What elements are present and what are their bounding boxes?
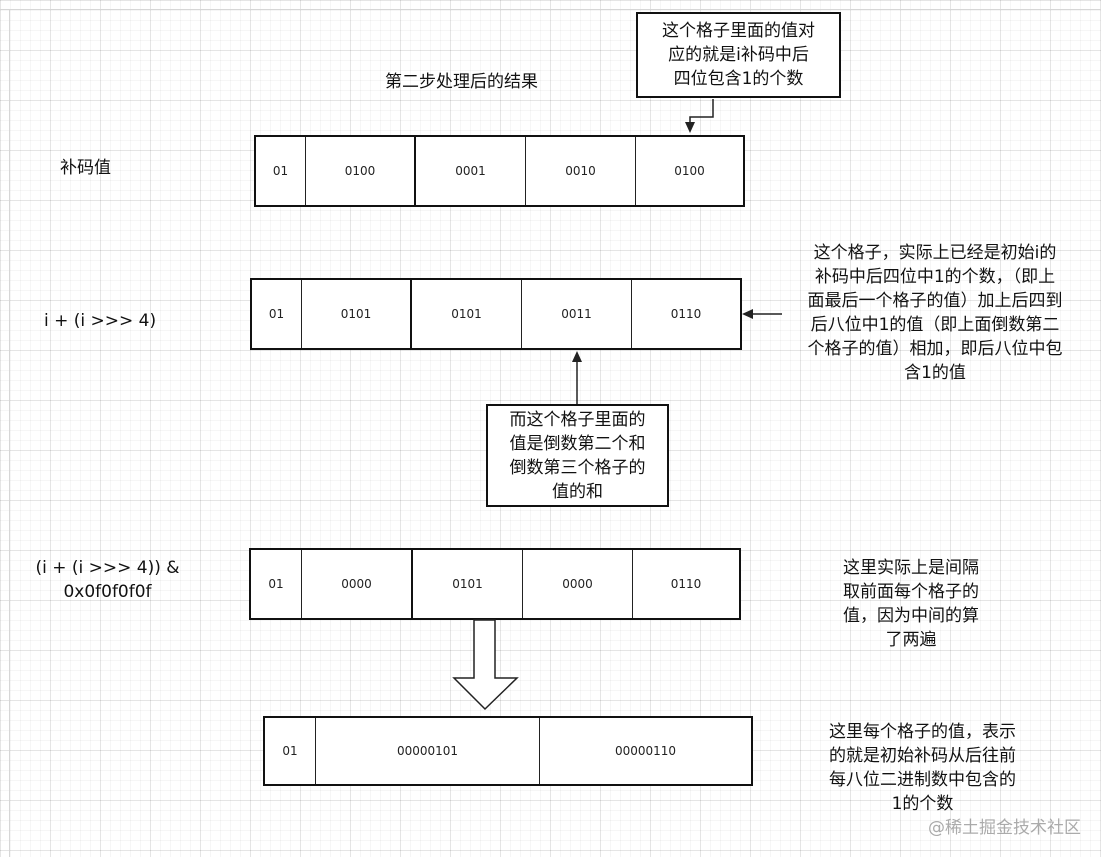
row4-cell-1: 01 xyxy=(265,718,316,784)
row3-note-line1: 这里实际上是间隔 xyxy=(843,558,979,578)
row4-note-line3: 每八位二进制数中包含的 xyxy=(829,770,1016,790)
row3-cell-1: 01 xyxy=(251,550,302,618)
row2-note-line5: 个格子的值）相加，即后八位中包 xyxy=(807,339,1063,359)
row2-label: i + (i >>> 4) xyxy=(44,311,157,331)
row1-cell-3: 0001 xyxy=(416,137,526,205)
diagram-heading: 第二步处理后的结果 xyxy=(385,72,538,92)
row2-cells: 01 0101 0101 0011 0110 xyxy=(250,278,742,350)
row3-label: (i + (i >>> 4)) & 0x0f0f0f0f xyxy=(20,556,195,604)
middle-note-line3: 倒数第三个格子的 xyxy=(509,457,646,478)
row2-note-line3: 面最后一个格子的值）加上后四到 xyxy=(807,291,1063,311)
row2-note: 这个格子，实际上已经是初始i的 补码中后四位中1的个数，（即上 面最后一个格子的… xyxy=(778,241,1092,385)
row3-cells: 01 0000 0101 0000 0110 xyxy=(249,548,741,620)
row2-cell-1: 01 xyxy=(252,280,302,348)
row1-cell-1: 01 xyxy=(256,137,306,205)
row2-note-line2: 补码中后四位中1的个数，（即上 xyxy=(814,267,1056,287)
row3-label-line1: (i + (i >>> 4)) & xyxy=(35,558,180,578)
row2-cell-3: 0101 xyxy=(412,280,522,348)
row4-cells: 01 00000101 00000110 xyxy=(263,716,753,786)
top-note-line2: 应的就是i补码中后 xyxy=(668,45,809,65)
row1-label: 补码值 xyxy=(60,158,111,178)
middle-note-box: 而这个格子里面的 值是倒数第二个和 倒数第三个格子的 值的和 xyxy=(486,404,669,507)
row3-cell-4: 0000 xyxy=(523,550,633,618)
down-block-arrow xyxy=(452,619,519,711)
row2-note-arrow xyxy=(742,309,782,319)
top-note-line1: 这个格子里面的值对 xyxy=(662,21,815,41)
row4-note-line4: 1的个数 xyxy=(891,794,954,814)
row3-cell-5: 0110 xyxy=(670,577,702,591)
row2-cell-4: 0011 xyxy=(522,280,632,348)
row3-cell-3: 0101 xyxy=(413,550,523,618)
row1-cells: 01 0100 0001 0010 0100 xyxy=(254,135,745,207)
top-note-box: 这个格子里面的值对 应的就是i补码中后 四位包含1的个数 xyxy=(636,12,841,98)
middle-box-arrow xyxy=(572,351,582,404)
row3-cell-2: 0000 xyxy=(302,550,413,618)
row3-note-line4: 了两遍 xyxy=(885,630,937,650)
row1-cell-5: 0100 xyxy=(674,164,705,178)
row4-note-line1: 这里每个格子的值，表示 xyxy=(829,722,1016,742)
row3-note: 这里实际上是间隔 取前面每个格子的 值，因为中间的算 了两遍 xyxy=(820,556,1002,652)
row3-note-line3: 值，因为中间的算 xyxy=(843,606,979,626)
row3-note-line2: 取前面每个格子的 xyxy=(843,582,979,602)
left-rule xyxy=(9,9,10,857)
top-rule xyxy=(0,9,1101,10)
row2-note-line6: 含1的值 xyxy=(904,363,966,383)
middle-note-line4: 值的和 xyxy=(552,481,603,502)
middle-note-line1: 而这个格子里面的 xyxy=(509,409,646,430)
middle-note-line2: 值是倒数第二个和 xyxy=(509,433,646,454)
row4-note-line2: 的就是初始补码从后往前 xyxy=(829,746,1016,766)
row1-cell-2: 0100 xyxy=(306,137,416,205)
watermark: @稀土掘金技术社区 xyxy=(928,818,1081,838)
top-box-arrow xyxy=(685,99,714,133)
row3-label-line2: 0x0f0f0f0f xyxy=(63,582,152,602)
row4-note: 这里每个格子的值，表示 的就是初始补码从后往前 每八位二进制数中包含的 1的个数 xyxy=(800,720,1045,816)
top-note-line3: 四位包含1的个数 xyxy=(673,69,804,89)
row4-cell-2: 00000101 xyxy=(316,718,540,784)
row2-cell-5: 0110 xyxy=(670,307,702,321)
row1-cell-4: 0010 xyxy=(526,137,636,205)
row2-note-line1: 这个格子，实际上已经是初始i的 xyxy=(813,243,1057,263)
row2-note-line4: 后八位中1的值（即上面倒数第二 xyxy=(810,315,1060,335)
row4-cell-3: 00000110 xyxy=(614,744,677,758)
row2-cell-2: 0101 xyxy=(302,280,412,348)
